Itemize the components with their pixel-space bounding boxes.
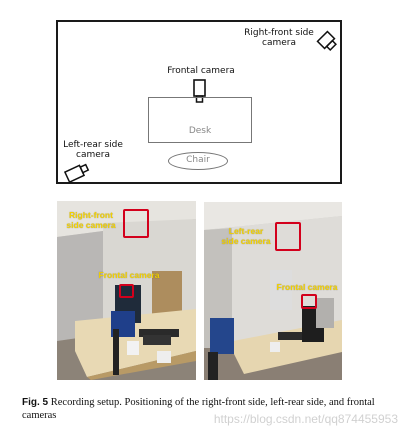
left-rear-camera-highlight-box [275,222,301,251]
frontal-camera-label: Frontal camera [167,66,235,76]
photo-right-front-view: Right-front side camera Frontal camera [57,201,196,380]
frontal-camera-highlight-box-right [301,294,317,309]
figure-caption: Fig. 5 Recording setup. Positioning of t… [22,396,392,422]
right-front-camera-label: Right-front side camera [244,28,314,48]
room-layout-diagram: Right-front side camera Frontal camera D… [56,20,342,184]
figure-label: Fig. 5 [22,397,49,408]
right-front-camera-highlight-box [123,209,149,238]
frontal-camera-annotation: Frontal camera [98,270,160,280]
right-front-camera-icon [316,30,337,51]
photo-left-rear-view: Left-rear side camera Frontal camera [204,202,342,380]
left-rear-camera-icon [63,163,90,184]
left-rear-camera-annotation: Left-rear side camera [221,226,271,246]
frontal-camera-annotation-right: Frontal camera [276,282,338,292]
right-front-camera-annotation: Right-front side camera [66,210,116,230]
watermark: https://blog.csdn.net/qq874455953 [213,412,398,426]
figure-caption-text: Recording setup. Positioning of the righ… [22,397,375,421]
frontal-camera-icon [193,79,206,103]
chair: Chair [168,152,228,170]
left-rear-camera-label: Left-rear side camera [63,140,123,160]
frontal-camera-highlight-box [119,284,134,298]
desk-label: Desk [188,126,212,136]
desk: Desk [148,97,252,143]
